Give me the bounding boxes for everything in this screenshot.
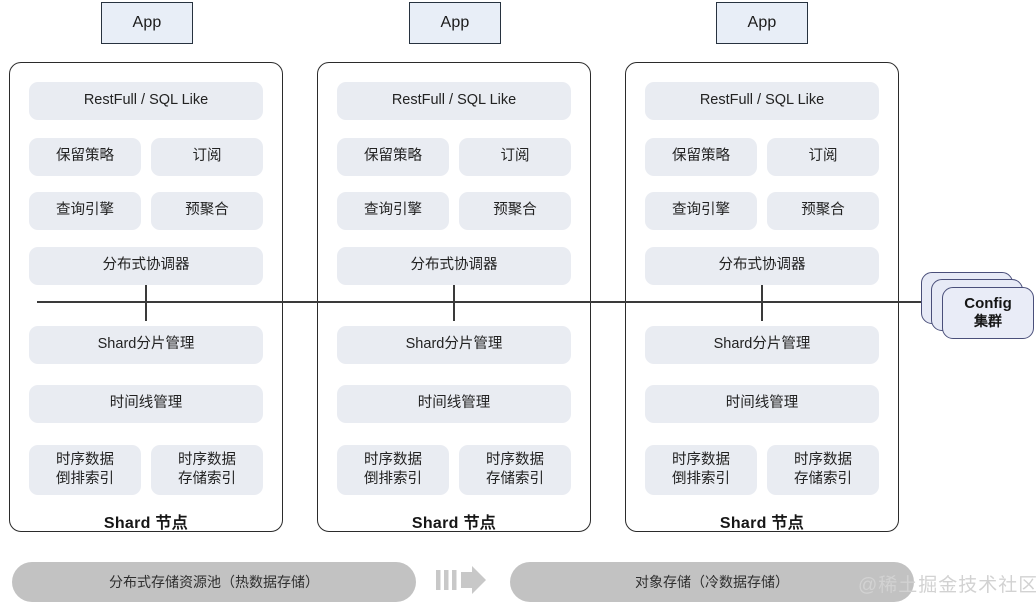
node-2-timeline-management[interactable]: 时间线管理: [337, 385, 571, 423]
node-3-timeline-management[interactable]: 时间线管理: [645, 385, 879, 423]
node-2-module-preaggregation[interactable]: 预聚合: [459, 192, 571, 230]
node-1-module-query-engine[interactable]: 查询引擎: [29, 192, 141, 230]
node-1-storage-index[interactable]: 时序数据 存储索引: [151, 445, 263, 495]
node-1-coordinator[interactable]: 分布式协调器: [29, 247, 263, 285]
app-box-label: App: [747, 14, 777, 31]
node-2-inverted-index[interactable]: 时序数据 倒排索引: [337, 445, 449, 495]
node-3-module-subscription[interactable]: 订阅: [767, 138, 879, 176]
node-1-module-retention[interactable]: 保留策略: [29, 138, 141, 176]
config-cluster[interactable]: Config 集群: [921, 272, 1036, 344]
node-1-api-layer[interactable]: RestFull / SQL Like: [29, 82, 263, 120]
node-2-module-subscription[interactable]: 订阅: [459, 138, 571, 176]
node-3-coordinator[interactable]: 分布式协调器: [645, 247, 879, 285]
hot-storage-bar[interactable]: 分布式存储资源池（热数据存储）: [12, 562, 416, 602]
node-3-storage-index[interactable]: 时序数据 存储索引: [767, 445, 879, 495]
node-3-module-query-engine[interactable]: 查询引擎: [645, 192, 757, 230]
node-1-shard-management[interactable]: Shard分片管理: [29, 326, 263, 364]
node-1-module-subscription[interactable]: 订阅: [151, 138, 263, 176]
node-1-inverted-index[interactable]: 时序数据 倒排索引: [29, 445, 141, 495]
app-box-2[interactable]: App: [409, 2, 501, 44]
node-3-api-layer[interactable]: RestFull / SQL Like: [645, 82, 879, 120]
node-3-inverted-index[interactable]: 时序数据 倒排索引: [645, 445, 757, 495]
node-1-module-preaggregation[interactable]: 预聚合: [151, 192, 263, 230]
node-2-shard-management[interactable]: Shard分片管理: [337, 326, 571, 364]
node-3-shard-management[interactable]: Shard分片管理: [645, 326, 879, 364]
hot-storage-label: 分布式存储资源池（热数据存储）: [109, 574, 319, 590]
cold-storage-bar[interactable]: 对象存储（冷数据存储）: [510, 562, 914, 602]
node-3-module-retention[interactable]: 保留策略: [645, 138, 757, 176]
app-box-1[interactable]: App: [101, 2, 193, 44]
config-bus-line: [37, 301, 935, 304]
app-box-3[interactable]: App: [716, 2, 808, 44]
node-2-module-retention[interactable]: 保留策略: [337, 138, 449, 176]
node-2-module-query-engine[interactable]: 查询引擎: [337, 192, 449, 230]
config-cluster-subtitle: 集群: [974, 313, 1002, 330]
node-2-caption: Shard 节点: [411, 515, 497, 532]
app-box-label: App: [440, 14, 470, 31]
config-card-front[interactable]: Config 集群: [942, 287, 1034, 339]
cold-storage-label: 对象存储（冷数据存储）: [635, 574, 789, 590]
node-3-caption: Shard 节点: [719, 515, 805, 532]
node-2-api-layer[interactable]: RestFull / SQL Like: [337, 82, 571, 120]
node-3-module-preaggregation[interactable]: 预聚合: [767, 192, 879, 230]
node-2-coordinator[interactable]: 分布式协调器: [337, 247, 571, 285]
transfer-arrow-icon: [434, 564, 494, 598]
node-2-storage-index[interactable]: 时序数据 存储索引: [459, 445, 571, 495]
node-1-timeline-management[interactable]: 时间线管理: [29, 385, 263, 423]
config-cluster-title: Config: [964, 294, 1012, 312]
app-box-label: App: [132, 14, 162, 31]
node-1-caption: Shard 节点: [103, 515, 189, 532]
